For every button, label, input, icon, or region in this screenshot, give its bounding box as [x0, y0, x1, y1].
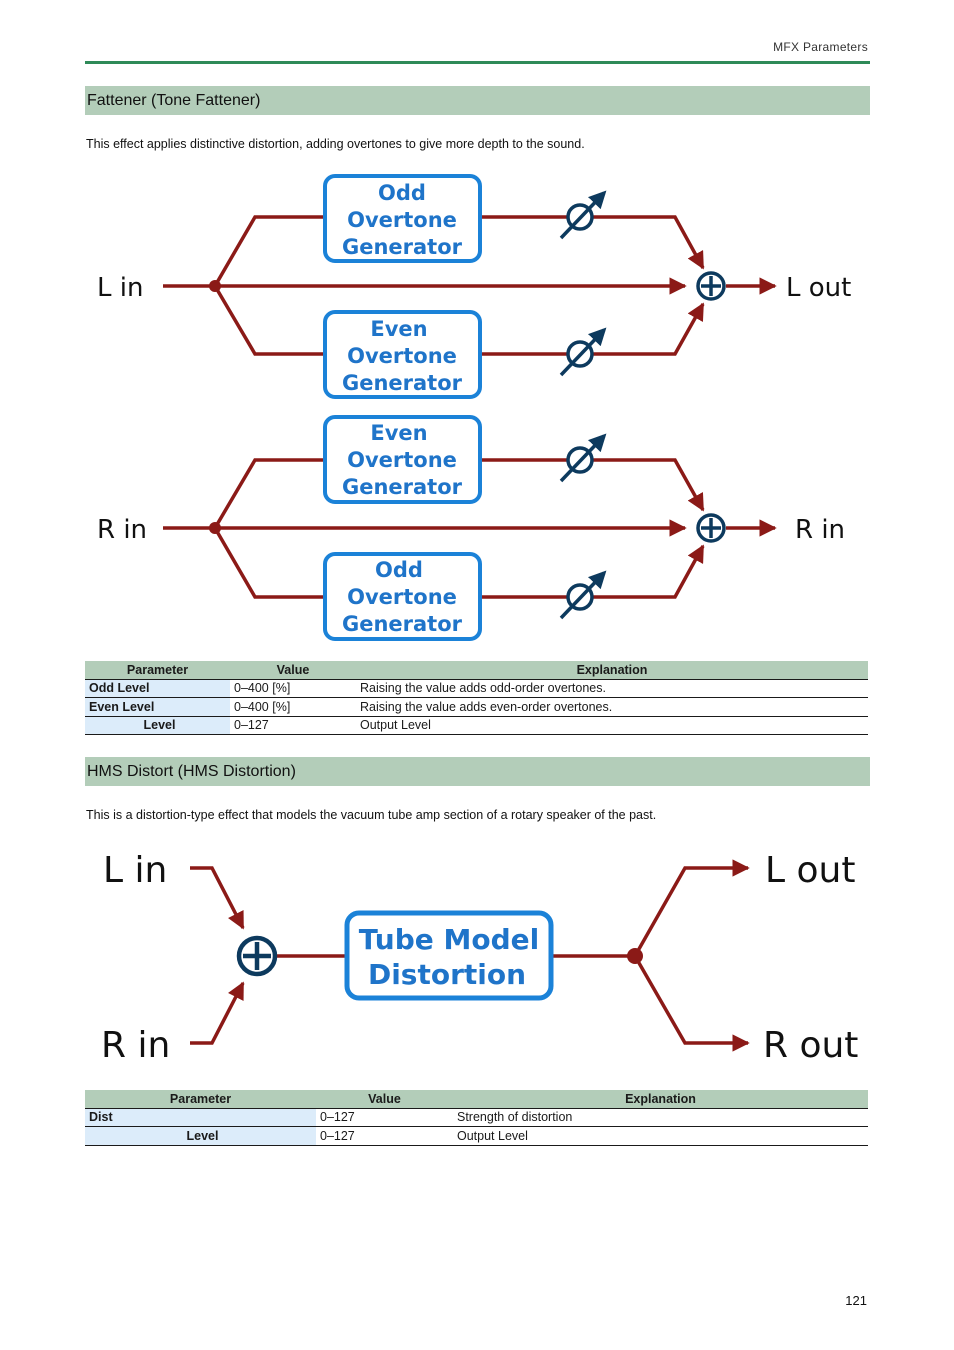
- tube-model-distortion-block: Tube Model Distortion: [344, 910, 554, 1001]
- input-label-l: L in: [103, 850, 167, 891]
- section-description-hms-distort: This is a distortion-type effect that mo…: [86, 808, 657, 822]
- svg-text:Generator: Generator: [342, 371, 463, 395]
- column-header-explanation: Explanation: [356, 661, 868, 680]
- table-row: Odd Level 0–400 [%] Raising the value ad…: [85, 679, 868, 698]
- table-row: Level 0–127 Output Level: [85, 716, 868, 735]
- param-explanation: Strength of distortion: [453, 1108, 868, 1127]
- svg-text:Tube Model: Tube Model: [359, 923, 539, 956]
- svg-text:Overtone: Overtone: [347, 344, 457, 368]
- svg-text:Distortion: Distortion: [368, 958, 526, 991]
- param-value: 0–400 [%]: [230, 697, 356, 717]
- input-label-l: L in: [97, 273, 143, 303]
- input-label-r: R in: [97, 515, 147, 545]
- level-knob-icon: [559, 570, 607, 620]
- even-overtone-generator-block-l: Even Overtone Generator: [323, 310, 482, 399]
- split-node-l: [209, 280, 221, 292]
- param-name: Even Level: [85, 697, 230, 717]
- column-header-parameter: Parameter: [85, 661, 230, 680]
- page-number: 121: [845, 1293, 867, 1308]
- param-value: 0–127: [316, 1126, 453, 1146]
- header-rule: [85, 61, 870, 64]
- input-label-r: R in: [101, 1025, 170, 1066]
- param-name: Dist: [85, 1108, 316, 1127]
- svg-text:Overtone: Overtone: [347, 585, 457, 609]
- section-description-fattener: This effect applies distinctive distorti…: [86, 137, 585, 151]
- section-title-fattener: Fattener (Tone Fattener): [85, 86, 870, 115]
- column-header-explanation: Explanation: [453, 1090, 868, 1109]
- output-label-l: L out: [765, 850, 855, 891]
- even-overtone-generator-block-r: Even Overtone Generator: [323, 415, 482, 504]
- level-knob-icon: [559, 433, 607, 483]
- param-explanation: Raising the value adds odd-order overton…: [356, 679, 868, 698]
- table-row: Even Level 0–400 [%] Raising the value a…: [85, 697, 868, 717]
- param-explanation: Output Level: [356, 716, 868, 735]
- column-header-value: Value: [230, 661, 356, 680]
- param-name: Odd Level: [85, 679, 230, 698]
- mixer-plus-icon: [236, 935, 278, 977]
- hms-distort-parameter-table: Parameter Value Explanation Dist 0–127 S…: [85, 1090, 868, 1146]
- column-header-parameter: Parameter: [85, 1090, 316, 1109]
- mixer-plus-icon: [696, 271, 726, 301]
- svg-text:Even: Even: [370, 317, 427, 341]
- split-node: [627, 948, 643, 964]
- split-node-r: [209, 522, 221, 534]
- fattener-signal-flow-diagram: Odd Overtone Generator Even Overtone Gen…: [97, 174, 851, 641]
- param-value: 0–127: [316, 1108, 453, 1127]
- column-header-value: Value: [316, 1090, 453, 1109]
- fattener-parameter-table: Parameter Value Explanation Odd Level 0–…: [85, 661, 868, 735]
- table-header-row: Parameter Value Explanation: [85, 661, 868, 680]
- svg-text:Overtone: Overtone: [347, 208, 457, 232]
- svg-text:Generator: Generator: [342, 475, 463, 499]
- table-row: Dist 0–127 Strength of distortion: [85, 1108, 868, 1127]
- svg-text:Odd: Odd: [375, 558, 423, 582]
- running-header: MFX Parameters: [773, 40, 868, 54]
- section-title-hms-distort: HMS Distort (HMS Distortion): [85, 757, 870, 786]
- mixer-plus-icon: [696, 513, 726, 543]
- odd-overtone-generator-block-r: Odd Overtone Generator: [323, 552, 482, 641]
- svg-text:Overtone: Overtone: [347, 448, 457, 472]
- param-name: Level: [85, 716, 230, 735]
- param-name: Level: [85, 1126, 316, 1146]
- param-value: 0–400 [%]: [230, 679, 356, 698]
- hms-distortion-signal-flow-diagram: Tube Model Distortion L in R in L out R …: [101, 850, 858, 1066]
- output-label-r: R out: [763, 1025, 858, 1066]
- param-explanation: Raising the value adds even-order overto…: [356, 697, 868, 717]
- svg-text:Generator: Generator: [342, 235, 463, 259]
- output-label-r: R in: [795, 515, 845, 545]
- svg-text:Odd: Odd: [378, 181, 426, 205]
- output-label-l: L out: [786, 273, 851, 303]
- odd-overtone-generator-block-l: Odd Overtone Generator: [323, 174, 482, 263]
- table-row: Level 0–127 Output Level: [85, 1126, 868, 1146]
- svg-text:Generator: Generator: [342, 612, 463, 636]
- level-knob-icon: [559, 327, 607, 377]
- level-knob-icon: [559, 190, 607, 240]
- table-header-row: Parameter Value Explanation: [85, 1090, 868, 1109]
- param-explanation: Output Level: [453, 1126, 868, 1146]
- svg-text:Even: Even: [370, 421, 427, 445]
- param-value: 0–127: [230, 716, 356, 735]
